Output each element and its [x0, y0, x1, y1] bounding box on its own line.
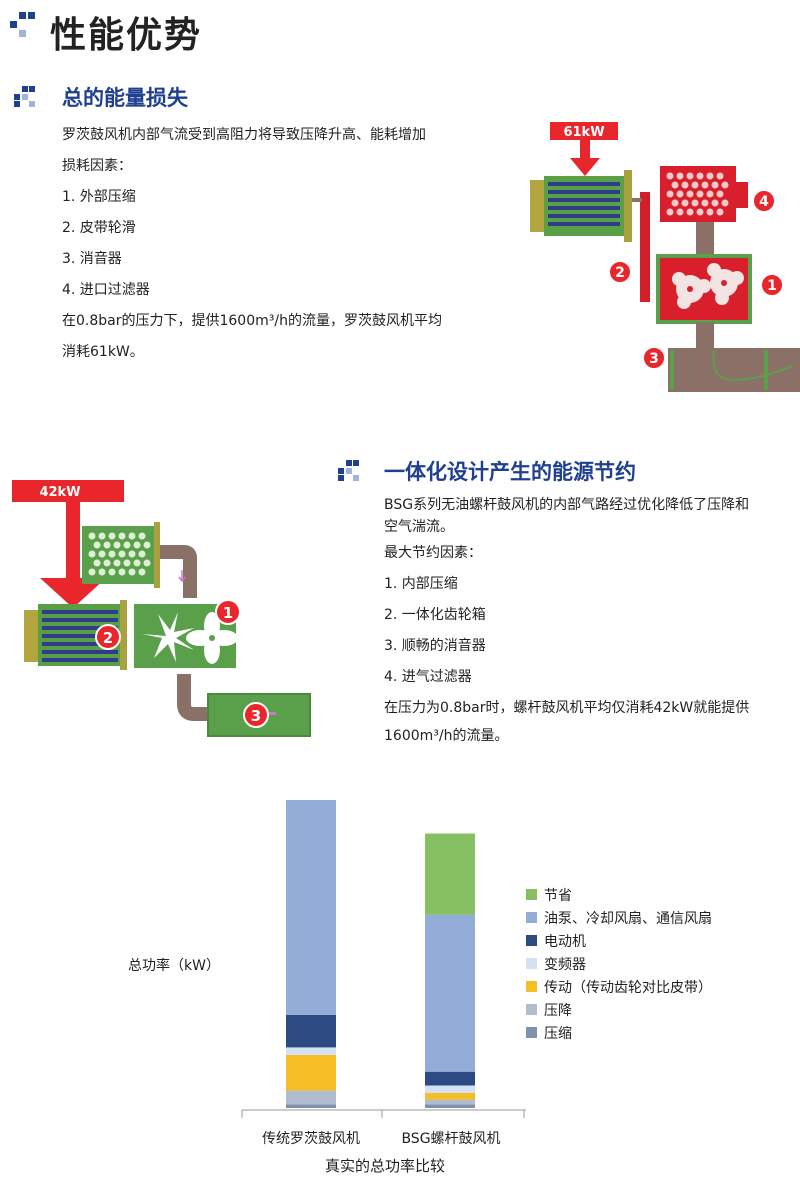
bar-segment [425, 1099, 475, 1105]
section1-body: 罗茨鼓风机内部气流受到高阻力将导致压降升高、能耗增加 损耗因素： 1. 外部压缩… [62, 120, 522, 368]
power-label: 42kW [39, 485, 80, 500]
section2-title: 一体化设计产生的能源节约 [384, 460, 636, 484]
section2-body: BSG系列无油螺杆鼓风机的内部气路经过优化降低了压降和 空气湍流。 最大节约因素… [384, 494, 800, 748]
bar-segment [425, 1071, 475, 1086]
chart-legend: 节省油泵、冷却风扇、通信风扇电动机变频器传动（传动齿轮对比皮带） 压降压缩 [526, 883, 712, 1044]
section1-factor: 4. 进口过滤器 [62, 282, 150, 298]
marker-1: 1 [223, 604, 233, 622]
stacked-bar-chart [241, 800, 526, 1118]
marker-2: 2 [615, 265, 625, 281]
legend-label: 传动（传动齿轮对比皮带） [544, 979, 712, 996]
section2-factors-label: 最大节约因素： [384, 545, 482, 561]
bar-segment [425, 914, 475, 1072]
legend-swatch [526, 935, 537, 946]
legend-label: 变频器 [544, 956, 586, 973]
section2-factor: 4. 进气过滤器 [384, 669, 472, 685]
legend-item: 压降 [526, 998, 712, 1021]
marker-4: 4 [759, 194, 769, 210]
section2-factor: 1. 内部压缩 [384, 576, 458, 592]
legend-swatch [526, 958, 537, 969]
legend-swatch [526, 889, 537, 900]
bar-segment [425, 1104, 475, 1108]
section2-intro: 空气湍流。 [384, 519, 454, 535]
legend-swatch [526, 981, 537, 992]
section2-intro: BSG系列无油螺杆鼓风机的内部气路经过优化降低了压降和 [384, 497, 750, 513]
section1-intro: 罗茨鼓风机内部气流受到高阻力将导致压降升高、能耗增加 [62, 127, 426, 143]
chart-y-axis-label: 总功率（kW） [128, 958, 220, 974]
bar-segment [286, 1047, 336, 1055]
legend-item: 压缩 [526, 1021, 712, 1044]
section1-factors-label: 损耗因素： [62, 158, 132, 174]
bar-segment [425, 833, 475, 915]
legend-label: 压降 [544, 1002, 572, 1019]
legend-item: 传动（传动齿轮对比皮带） [526, 975, 712, 998]
section1-summary: 消耗61kW。 [62, 344, 144, 360]
x-tick-label: BSG螺杆鼓风机 [401, 1131, 501, 1147]
bar-segment [425, 1085, 475, 1093]
outlet-silencer [668, 348, 800, 392]
page-title: 性能优势 [50, 15, 203, 56]
legend-swatch [526, 1004, 537, 1015]
title-bullet-icon [10, 12, 35, 37]
screw-blower-diagram: 42kW 2 1 3 [12, 480, 311, 737]
marker-3: 3 [649, 351, 659, 367]
section1-title: 总的能量损失 [62, 86, 188, 110]
legend-label: 节省 [544, 887, 572, 904]
marker-1: 1 [767, 278, 777, 294]
bar-segment [286, 1090, 336, 1105]
section-bullet-icon [338, 460, 359, 481]
x-tick-label: 传统罗茨鼓风机 [262, 1131, 360, 1147]
bar-segment [286, 1054, 336, 1091]
section2-summary: 1600m³/h的流量。 [384, 728, 509, 744]
chart-title: 真实的总功率比较 [324, 1157, 445, 1175]
belt-drive [640, 192, 650, 302]
motor-end-cap [530, 180, 548, 232]
legend-item: 油泵、冷却风扇、通信风扇 [526, 906, 712, 929]
section1-factor: 2. 皮带轮滑 [62, 220, 136, 236]
section1-summary: 在0.8bar的压力下，提供1600m³/h的流量，罗茨鼓风机平均 [62, 313, 442, 329]
section1-factor: 3. 消音器 [62, 251, 122, 267]
bar-segment [425, 1093, 475, 1100]
bar-segment [286, 800, 336, 1015]
legend-swatch [526, 912, 537, 923]
legend-label: 电动机 [544, 933, 586, 950]
section2-factor: 3. 顺畅的消音器 [384, 638, 486, 654]
legend-swatch [526, 1027, 537, 1038]
legend-label: 压缩 [544, 1025, 572, 1042]
bar-segment [286, 1104, 336, 1108]
legend-item: 电动机 [526, 929, 712, 952]
legend-item: 变频器 [526, 952, 712, 975]
section2-summary: 在压力为0.8bar时，螺杆鼓风机平均仅消耗42kW就能提供 [384, 700, 750, 716]
section1-factor: 1. 外部压缩 [62, 189, 136, 205]
section-bullet-icon [14, 86, 35, 107]
legend-label: 油泵、冷却风扇、通信风扇 [544, 910, 712, 927]
legend-item: 节省 [526, 883, 712, 906]
bar-segment [286, 1015, 336, 1048]
motor-end-cap [24, 610, 40, 662]
power-label: 61kW [563, 125, 604, 140]
marker-2: 2 [103, 629, 113, 647]
roots-blower-diagram: 61kW 4 1 2 3 [530, 122, 800, 392]
marker-3: 3 [251, 707, 261, 725]
section2-factor: 2. 一体化齿轮箱 [384, 607, 486, 623]
